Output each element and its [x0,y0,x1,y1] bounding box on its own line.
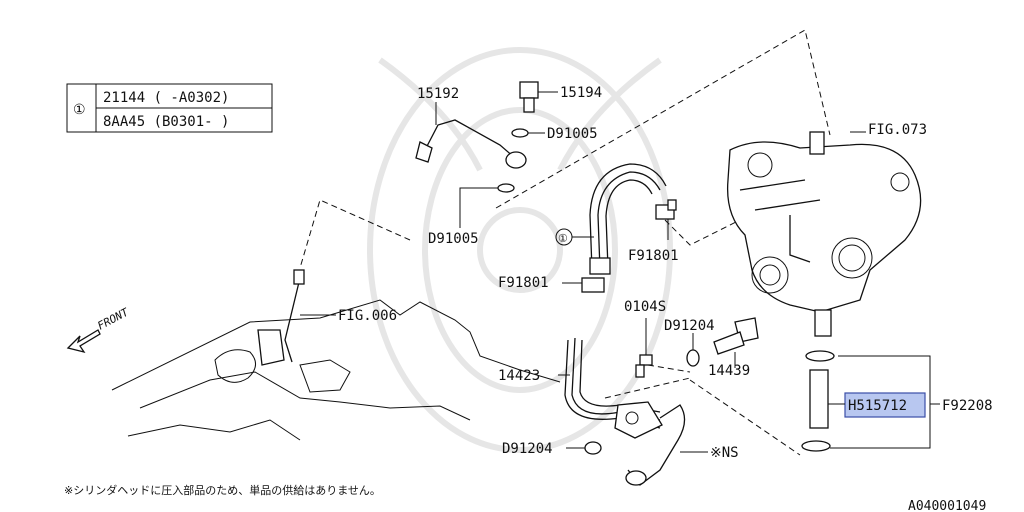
label-15194: 15194 [560,85,602,101]
front-label: FRONT [95,305,132,333]
label-f91801-upper: F91801 [628,248,679,264]
washer-d91005-lower [497,183,515,193]
label-d91204-upper: D91204 [664,318,715,334]
footer-note: ※シリンダヘッドに圧入部品のため、単品の供給はありません。 [64,483,381,497]
label-marker-1: ① [558,232,568,245]
label-14423: 14423 [498,368,540,384]
label-0104s: 0104S [624,299,666,315]
label-d91005-upper: D91005 [547,126,598,142]
label-f91801-lower: F91801 [498,275,549,291]
label-fig006: FIG.006 [338,308,397,324]
clamp-f91801-lower [581,277,605,293]
label-d91005-lower: D91005 [428,231,479,247]
bolt-14439 [713,317,759,355]
diagram-id: A040001049 [908,499,986,512]
washer-d91005-upper [511,128,529,138]
hose-14423 [564,337,686,486]
bolt-15194 [519,81,539,113]
turbocharger [726,131,922,337]
watermark-emblem [367,47,673,453]
legend-marker: ① [73,102,86,118]
washer-d91204-lower [584,441,602,455]
label-fig073: FIG.073 [868,122,927,138]
legend-row-1: 21144 ( -A0302) [103,90,229,106]
cylinder-head-outline [111,299,561,441]
label-f92208: F92208 [942,398,993,414]
clamp-f91801-upper [655,199,677,220]
hose-marker-1 [589,163,667,275]
legend-table: ① 21144 ( -A0302) 8AA45 (B0301- ) [66,83,273,133]
label-d91204-lower: D91204 [502,441,553,457]
bolt-0104s [635,354,653,378]
highlight-h515712[interactable] [844,392,926,418]
washer-d91204-upper [686,349,700,367]
label-ns: ※NS [710,445,739,461]
hose-h515712 [801,350,835,452]
front-arrow: FRONT [66,305,132,354]
label-14439: 14439 [708,363,750,379]
label-h515712[interactable]: H515712 [848,398,907,414]
pipe-fig006 [257,269,305,366]
legend-row-2: 8AA45 (B0301- ) [103,114,229,130]
oil-pipe-15192 [415,119,527,169]
label-15192: 15192 [417,86,459,102]
